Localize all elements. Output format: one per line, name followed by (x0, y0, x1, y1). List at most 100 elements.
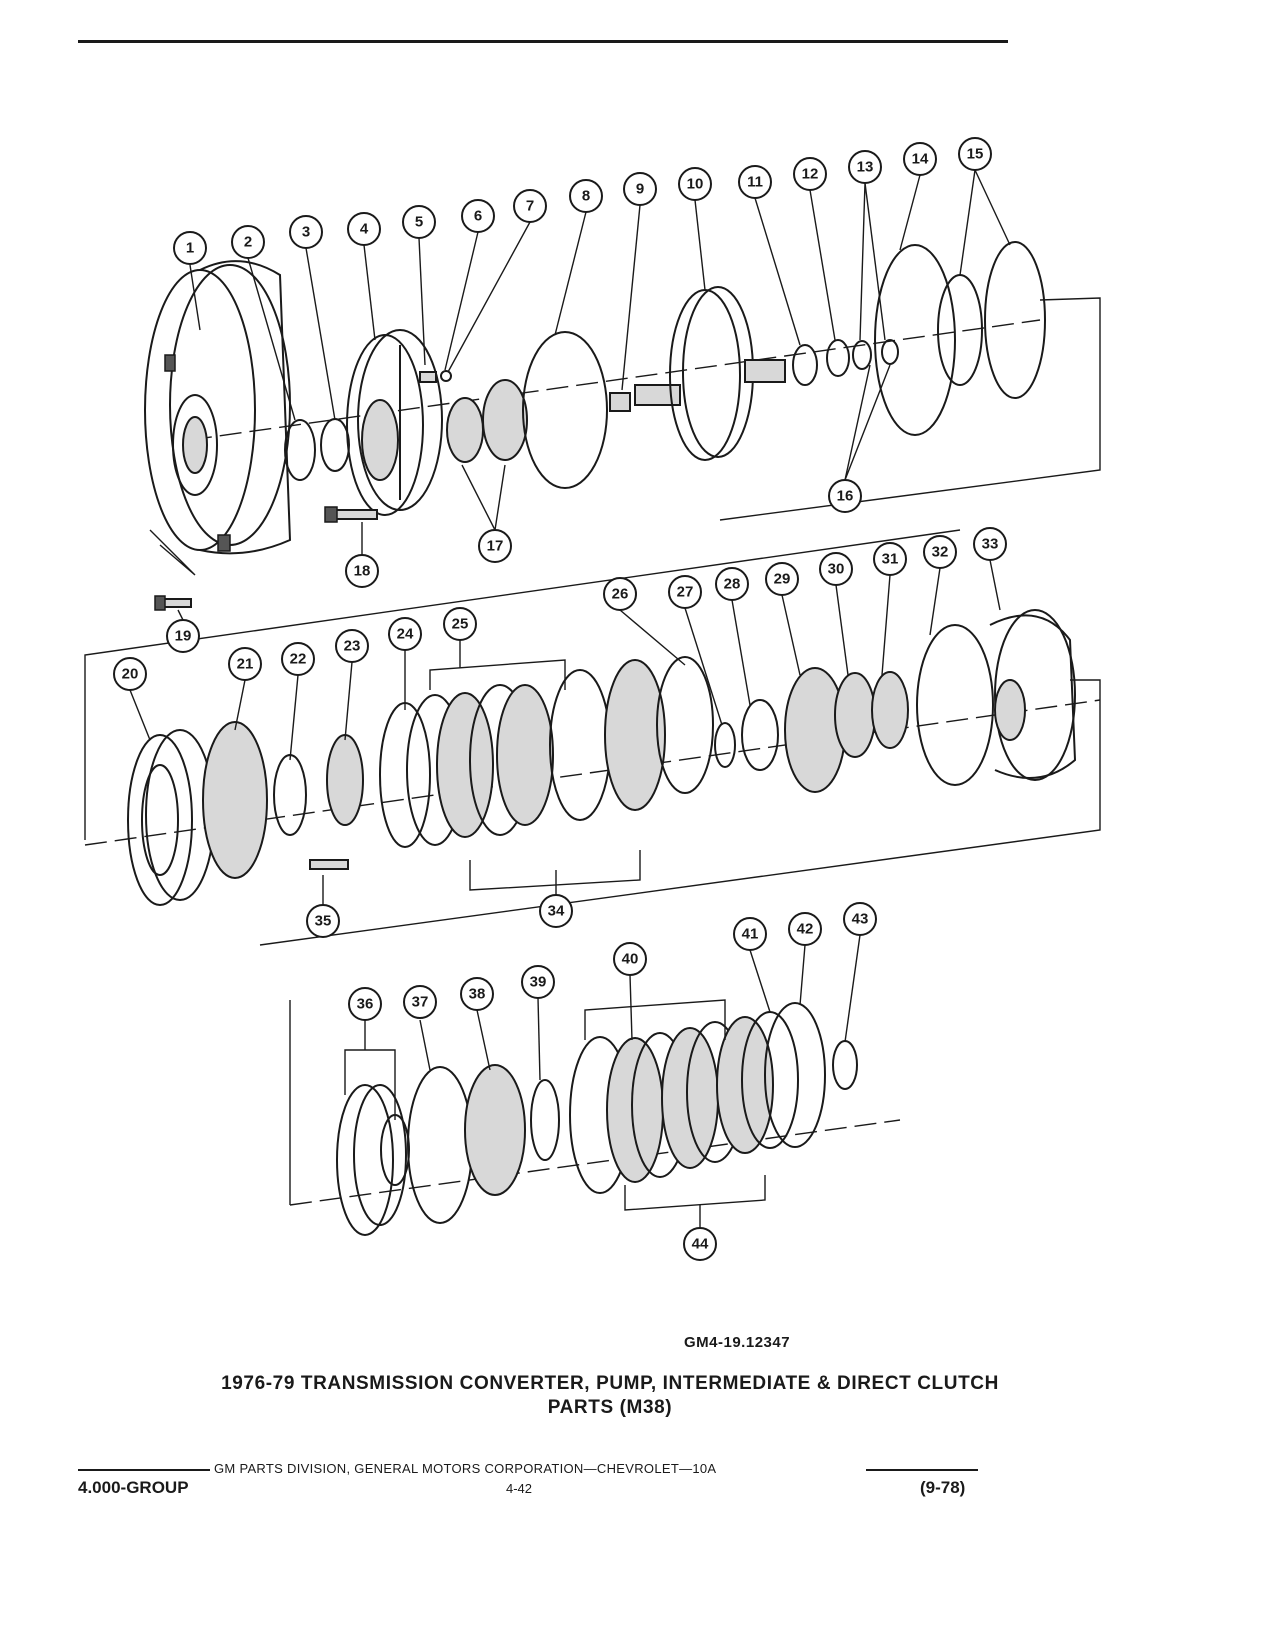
callout-40: 40 (613, 942, 647, 976)
svg-text:17: 17 (487, 538, 504, 555)
row1-frame (149, 297, 1101, 576)
footer-date: (9-78) (920, 1478, 966, 1497)
callout-15: 15 (958, 137, 992, 171)
svg-text:1: 1 (186, 240, 194, 257)
callout-19: 19 (166, 619, 200, 653)
callout-29: 29 (765, 562, 799, 596)
callout-41: 41 (733, 917, 767, 951)
callout-21: 21 (228, 647, 262, 681)
svg-text:24: 24 (397, 626, 414, 643)
callout-8: 8 (569, 179, 603, 213)
svg-text:38: 38 (469, 986, 486, 1003)
callout-35: 35 (306, 904, 340, 938)
svg-text:30: 30 (828, 561, 845, 578)
top-rule (78, 40, 1008, 43)
svg-text:23: 23 (344, 638, 361, 655)
svg-text:2: 2 (244, 234, 252, 251)
part-bolt-19 (154, 595, 192, 611)
callout-13: 13 (848, 150, 882, 184)
svg-text:28: 28 (724, 576, 741, 593)
part-snap-ring-22 (273, 754, 307, 836)
callout-20: 20 (113, 657, 147, 691)
part-gasket (874, 244, 956, 436)
callout-16: 16 (828, 479, 862, 513)
svg-text:36: 36 (357, 996, 374, 1013)
callout-9: 9 (623, 172, 657, 206)
exploded-parts-diagram: 1 2 3 4 5 6 7 8 9 10 11 12 13 14 15 16 1… (84, 137, 1101, 1261)
footer-page-number: 4-42 (506, 1481, 533, 1496)
callout-4: 4 (347, 212, 381, 246)
svg-text:15: 15 (967, 146, 984, 163)
svg-text:34: 34 (548, 903, 565, 920)
callout-28: 28 (715, 567, 749, 601)
part-small-components-27-31 (714, 667, 909, 793)
callout-32: 32 (923, 535, 957, 569)
callout-30: 30 (819, 552, 853, 586)
callout-38: 38 (460, 977, 494, 1011)
callout-43: 43 (843, 902, 877, 936)
part-bolt-35 (309, 859, 349, 870)
footer-publisher: GM PARTS DIVISION, GENERAL MOTORS CORPOR… (214, 1461, 717, 1476)
callout-6: 6 (461, 199, 495, 233)
footer-publisher-line: GM PARTS DIVISION, GENERAL MOTORS CORPOR… (78, 1459, 978, 1481)
callout-10: 10 (678, 167, 712, 201)
svg-text:14: 14 (912, 151, 929, 168)
svg-text:9: 9 (636, 181, 644, 198)
part-pump-gears (446, 379, 528, 463)
figure-id-code: GM4-19.12347 (684, 1334, 791, 1351)
svg-text:6: 6 (474, 208, 482, 225)
part-piston-seals-36 (336, 1084, 410, 1236)
callout-11: 11 (738, 165, 772, 199)
svg-text:31: 31 (882, 551, 899, 568)
callout-37: 37 (403, 985, 437, 1019)
part-sprag-race (202, 721, 268, 879)
part-retainer-23 (326, 734, 364, 826)
callout-2: 2 (231, 225, 265, 259)
footer-rule-left (78, 1469, 210, 1471)
callout-14: 14 (903, 142, 937, 176)
callout-3: 3 (289, 215, 323, 249)
svg-text:39: 39 (530, 974, 547, 991)
row3-frame (289, 1000, 901, 1206)
part-piston-37 (407, 1066, 473, 1224)
callout-31: 31 (873, 542, 907, 576)
svg-text:41: 41 (742, 926, 759, 943)
callout-39: 39 (521, 965, 555, 999)
part-pump-cover (634, 286, 786, 461)
callout-23: 23 (335, 629, 369, 663)
part-direct-clutch-housing (127, 729, 215, 906)
svg-text:20: 20 (122, 666, 139, 683)
svg-text:4: 4 (360, 221, 369, 238)
footer-rule-right (866, 1469, 978, 1471)
svg-text:33: 33 (982, 536, 999, 553)
callout-12: 12 (793, 157, 827, 191)
svg-text:8: 8 (582, 188, 590, 205)
caption-line-1: 1976-79 TRANSMISSION CONVERTER, PUMP, IN… (221, 1373, 999, 1394)
svg-text:11: 11 (747, 174, 763, 191)
part-clutch-plates-24-25 (379, 656, 714, 848)
svg-text:44: 44 (692, 1236, 709, 1253)
svg-text:35: 35 (315, 913, 332, 930)
svg-text:21: 21 (237, 656, 254, 673)
part-pump-housing (346, 329, 443, 516)
svg-text:5: 5 (415, 214, 423, 231)
svg-text:18: 18 (354, 563, 371, 580)
part-band-32 (916, 624, 994, 786)
svg-text:25: 25 (452, 616, 469, 633)
part-torque-converter (144, 260, 292, 555)
part-small-bits-5-7 (419, 370, 452, 383)
part-bushing (609, 392, 631, 412)
callouts: 1 2 3 4 5 6 7 8 9 10 11 12 13 14 15 16 1… (113, 137, 1007, 1261)
part-bolt-18 (324, 506, 378, 523)
callout-44: 44 (683, 1227, 717, 1261)
part-seal-rings-11-13 (792, 339, 899, 386)
part-rings-2-3 (284, 418, 350, 481)
svg-text:7: 7 (526, 198, 534, 215)
svg-text:32: 32 (932, 544, 949, 561)
svg-text:27: 27 (677, 584, 694, 601)
callout-27: 27 (668, 575, 702, 609)
callout-5: 5 (402, 205, 436, 239)
part-o-ring (522, 331, 608, 489)
callout-1: 1 (173, 231, 207, 265)
part-drum-33 (989, 609, 1077, 781)
